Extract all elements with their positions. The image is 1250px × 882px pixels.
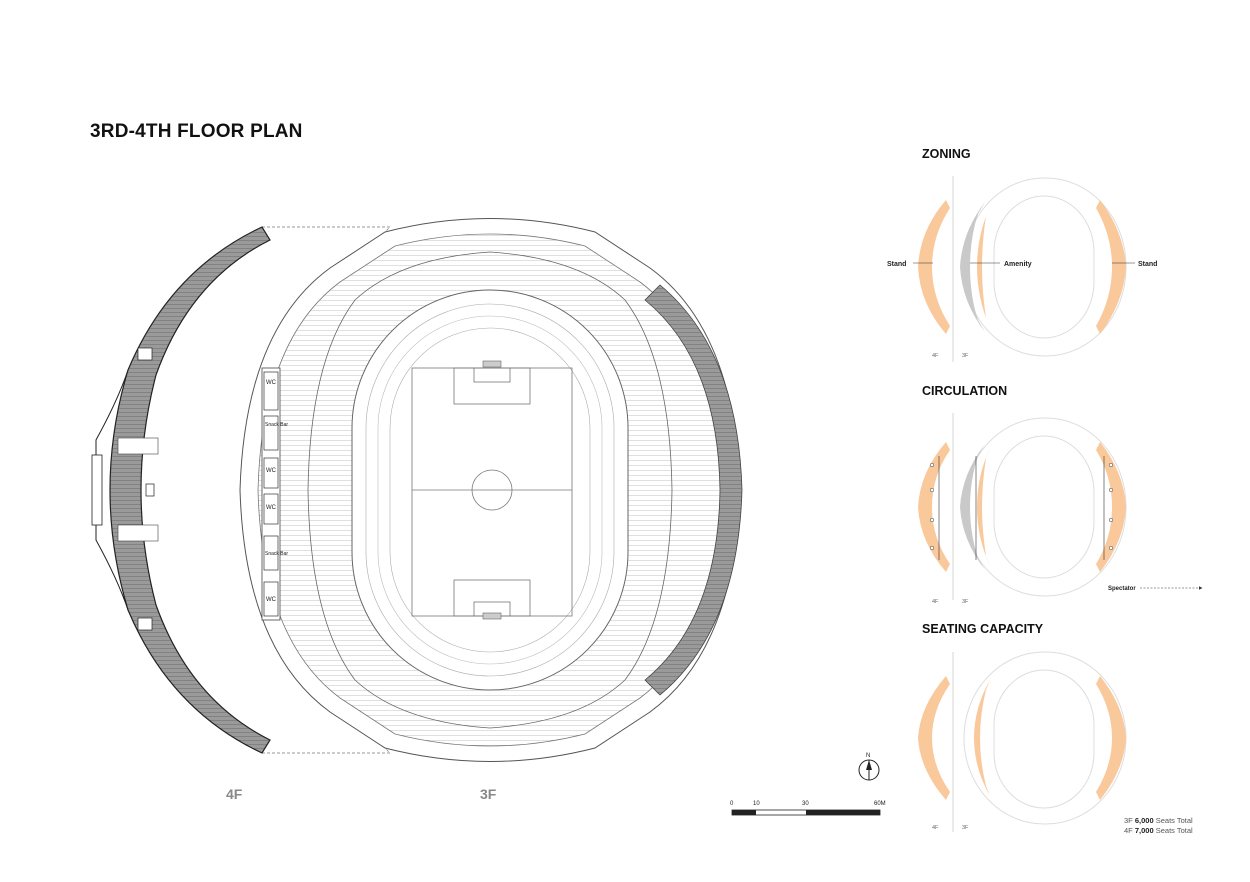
- scale-bar: [731, 809, 881, 816]
- scale-mark-60m: 60M: [874, 801, 886, 807]
- zoning-floor-3f: 3F: [962, 353, 969, 359]
- scale-mark-30: 30: [802, 801, 809, 807]
- zoning-diagram: [913, 176, 1135, 362]
- page-title: 3RD-4TH FLOOR PLAN: [90, 121, 303, 142]
- room-wc-1: WC: [266, 380, 277, 386]
- zoning-amenity: Amenity: [1004, 261, 1032, 268]
- north-arrow-icon: [858, 759, 880, 781]
- seating-capacity-diagram: [918, 651, 1127, 832]
- seating-heading: SEATING CAPACITY: [922, 622, 1044, 636]
- circulation-floor-3f: 3F: [962, 599, 969, 605]
- scale-mark-10: 10: [753, 801, 760, 807]
- room-snack-bar-2: Snack Bar: [265, 551, 288, 557]
- zoning-stand-right: Stand: [1138, 261, 1157, 268]
- room-wc-2: WC: [266, 468, 277, 474]
- stadium-3f: [239, 218, 743, 762]
- room-wc-3: WC: [266, 505, 277, 511]
- circulation-floor-4f: 4F: [932, 599, 939, 605]
- north-label: N: [866, 753, 870, 759]
- circulation-heading: CIRCULATION: [922, 384, 1008, 398]
- circulation-diagram: [918, 413, 1203, 600]
- room-wc-4: WC: [266, 597, 277, 603]
- circulation-legend-spectator: Spectator: [1108, 586, 1136, 592]
- seating-floor-4f: 4F: [932, 825, 939, 831]
- seat-total-3f: 3F 6,000 Seats Total: [1124, 816, 1193, 825]
- zoning-stand-left: Stand: [887, 261, 906, 268]
- plan-label-3f: 3F: [480, 786, 497, 802]
- plan-label-4f: 4F: [226, 786, 243, 802]
- scale-mark-0: 0: [730, 801, 734, 807]
- zoning-floor-4f: 4F: [932, 353, 939, 359]
- seat-total-4f: 4F 7,000 Seats Total: [1124, 826, 1193, 835]
- seating-floor-3f: 3F: [962, 825, 969, 831]
- stand-4f: [91, 226, 271, 754]
- room-snack-bar-1: Snack Bar: [265, 422, 288, 428]
- zoning-heading: ZONING: [922, 147, 971, 161]
